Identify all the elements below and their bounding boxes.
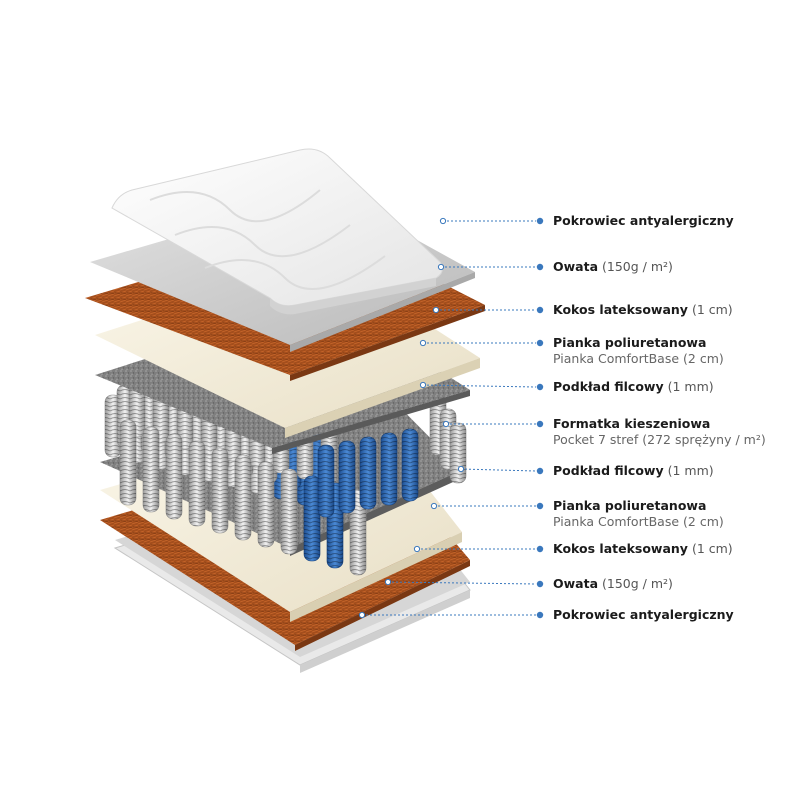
anchor-dot-bottom-felt xyxy=(457,465,465,473)
pocket-spring xyxy=(188,440,206,527)
pocket-spring xyxy=(257,461,275,548)
label-title: Owata xyxy=(553,576,599,591)
label-title: Pianka poliuretanowa xyxy=(553,335,707,350)
pocket-spring xyxy=(142,426,160,513)
label-title: Podkład filcowy xyxy=(553,379,664,394)
label-title: Podkład filcowy xyxy=(553,463,664,478)
label-dot-bottom-foam xyxy=(536,502,544,510)
label-detail: (1 cm) xyxy=(691,302,733,317)
anchor-dot-bottom-wadding xyxy=(384,578,392,586)
anchor-dot-pocket-core xyxy=(442,420,450,428)
blue-pocket-spring xyxy=(359,436,377,510)
label-dot-bottom-wadding xyxy=(536,580,544,588)
label-dot-top-felt xyxy=(536,383,544,391)
anchor-dot-bottom-coconut xyxy=(413,545,421,553)
label-subtitle: Pianka ComfortBase (2 cm) xyxy=(553,514,724,529)
pocket-spring xyxy=(449,422,467,484)
anchor-dot-bottom-cover xyxy=(358,611,366,619)
label-top-coconut: Kokos lateksowany (1 cm) xyxy=(553,302,733,318)
label-dot-bottom-felt xyxy=(536,467,544,475)
label-title: Pokrowiec antyalergiczny xyxy=(553,213,734,228)
anchor-dot-bottom-foam xyxy=(430,502,438,510)
label-top-wadding: Owata (150g / m²) xyxy=(553,259,673,275)
blue-pocket-spring xyxy=(380,432,398,506)
label-title: Kokos lateksowany xyxy=(553,302,688,317)
label-top-cover: Pokrowiec antyalergiczny xyxy=(553,213,734,229)
pocket-spring xyxy=(349,489,367,576)
leader-line-bottom-felt xyxy=(460,468,537,472)
label-title: Owata xyxy=(553,259,599,274)
label-subtitle: Pocket 7 stref (272 sprężyny / m²) xyxy=(553,432,766,447)
anchor-dot-top-wadding xyxy=(437,263,445,271)
anchor-dot-top-foam xyxy=(419,339,427,347)
leader-line-top-felt xyxy=(422,384,537,388)
label-title: Kokos lateksowany xyxy=(553,541,688,556)
top-cover-layer xyxy=(111,148,443,307)
anchor-dot-top-cover xyxy=(439,217,447,225)
label-dot-top-foam xyxy=(536,339,544,347)
label-bottom-coconut: Kokos lateksowany (1 cm) xyxy=(553,541,733,557)
label-bottom-cover: Pokrowiec antyalergiczny xyxy=(553,607,734,623)
label-detail: (1 cm) xyxy=(691,541,733,556)
label-bottom-wadding: Owata (150g / m²) xyxy=(553,576,673,592)
label-detail: (150g / m²) xyxy=(602,576,673,591)
pocket-spring xyxy=(234,454,252,541)
label-title: Pokrowiec antyalergiczny xyxy=(553,607,734,622)
label-dot-bottom-coconut xyxy=(536,545,544,553)
label-dot-top-wadding xyxy=(536,263,544,271)
leader-line-bottom-wadding xyxy=(387,581,537,585)
anchor-dot-top-felt xyxy=(419,381,427,389)
blue-pocket-spring xyxy=(338,440,356,514)
label-detail: (150g / m²) xyxy=(602,259,673,274)
leader-lines xyxy=(358,217,544,619)
cover-quilting xyxy=(149,189,386,290)
label-dot-top-coconut xyxy=(536,306,544,314)
blue-pocket-spring xyxy=(303,475,321,562)
label-detail: (1 mm) xyxy=(667,463,714,478)
anchor-dot-top-coconut xyxy=(432,306,440,314)
pocket-spring xyxy=(280,468,298,555)
blue-pocket-spring xyxy=(317,444,335,518)
pocket-spring xyxy=(119,419,137,506)
pocket-spring xyxy=(211,447,229,534)
pocket-spring xyxy=(165,433,183,520)
label-dot-top-cover xyxy=(536,217,544,225)
label-dot-pocket-core xyxy=(536,420,544,428)
label-title: Pianka poliuretanowa xyxy=(553,498,707,513)
label-subtitle: Pianka ComfortBase (2 cm) xyxy=(553,351,724,366)
blue-pocket-spring xyxy=(401,428,419,502)
label-dot-bottom-cover xyxy=(536,611,544,619)
label-top-felt: Podkład filcowy (1 mm) xyxy=(553,379,714,395)
label-detail: (1 mm) xyxy=(667,379,714,394)
label-bottom-felt: Podkład filcowy (1 mm) xyxy=(553,463,714,479)
label-title: Formatka kieszeniowa xyxy=(553,416,711,431)
